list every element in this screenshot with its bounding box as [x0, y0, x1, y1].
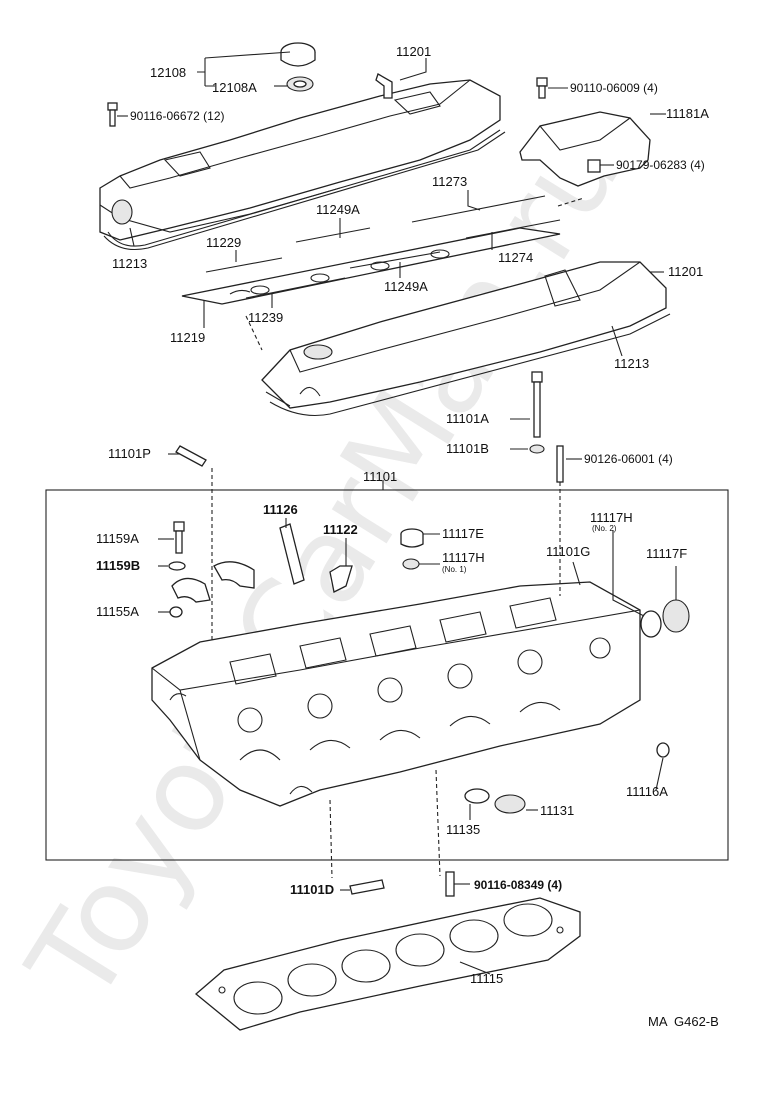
label-11101G: 11101G	[546, 544, 590, 559]
label-11117H-n1: 11117H	[442, 550, 485, 565]
plug-11117H-n1	[402, 558, 420, 570]
valve-cover-right	[261, 261, 671, 417]
part-labels: 12108 12108A 11201 90110-06009 (4) 90116…	[96, 44, 719, 1029]
pin-11155A	[169, 606, 183, 618]
stud-11101D	[349, 879, 385, 895]
label-11159B: 11159B	[96, 558, 140, 573]
label-11122: 11122	[323, 522, 358, 537]
label-11117H-n2: 11117H	[590, 510, 633, 525]
plug-11117E	[400, 528, 424, 548]
stud-11101P	[175, 445, 207, 467]
plug-11117H-n2	[640, 610, 662, 638]
label-11213-left: 11213	[112, 256, 147, 271]
cap-bearing-2	[213, 561, 255, 589]
label-11159A: 11159A	[96, 531, 139, 546]
guide-11122	[329, 565, 353, 593]
label-11201-right: 11201	[668, 264, 703, 279]
label-12108A: 12108A	[212, 80, 257, 95]
label-12108: 12108	[150, 65, 186, 80]
label-11117F: 11117F	[646, 546, 687, 561]
plug-11117F	[662, 599, 690, 633]
leader-lines	[117, 51, 677, 975]
seal-strips	[205, 195, 561, 299]
seal-11116A	[656, 742, 670, 758]
label-11273: 11273	[432, 174, 467, 189]
label-11101: 11101	[363, 469, 397, 484]
label-11117H-n2-note: (No. 2)	[592, 524, 617, 533]
bolt-90116-08349	[445, 871, 455, 897]
bolt-11159A	[173, 521, 185, 554]
label-11274: 11274	[498, 250, 533, 265]
cylinder-head	[151, 581, 641, 807]
label-90116-06672: 90116-06672 (12)	[130, 109, 225, 123]
label-11116A: 11116A	[626, 784, 668, 799]
label-11249A-top: 11249A	[316, 202, 360, 217]
valve-cover-left	[99, 79, 501, 247]
label-11117H-n1-note: (No. 1)	[442, 565, 467, 574]
label-11126: 11126	[263, 502, 298, 517]
cover-11181A	[519, 111, 651, 187]
washer-11101B	[529, 444, 545, 454]
label-90126: 90126-06001 (4)	[584, 452, 673, 466]
bolt-90116-06672	[107, 102, 118, 127]
label-11115: 11115	[470, 971, 503, 986]
guide-11126	[279, 523, 305, 585]
washer-11159B	[168, 561, 186, 571]
label-11229: 11229	[206, 235, 241, 250]
label-11101D: 11101D	[290, 882, 334, 897]
seal-11131	[494, 794, 526, 814]
label-11201-top: 11201	[396, 44, 431, 59]
bolt-11101A	[531, 371, 543, 438]
label-11101A: 11101A	[446, 411, 489, 426]
washer-90179	[587, 159, 601, 173]
label-90110: 90110-06009 (4)	[570, 81, 658, 95]
label-11213-right: 11213	[614, 356, 649, 371]
label-11239: 11239	[248, 310, 283, 325]
seal-11135	[464, 788, 490, 804]
bolt-90110-06009	[536, 77, 548, 99]
dashed-assembly-lines	[211, 197, 585, 879]
label-90116-08349: 90116-08349 (4)	[474, 878, 562, 892]
label-11155A: 11155A	[96, 604, 139, 619]
label-11181A: 11181A	[666, 106, 709, 121]
label-90179: 90179-06283 (4)	[616, 158, 705, 172]
label-11249A-bot: 11249A	[384, 279, 428, 294]
stud-90126	[556, 445, 564, 483]
label-11101B: 11101B	[446, 441, 489, 456]
label-11131: 11131	[540, 803, 574, 818]
spark-plug-gasket-11219	[181, 227, 561, 305]
label-11135: 11135	[446, 822, 480, 837]
gasket-11213-left	[103, 131, 506, 251]
cap-bearing	[171, 577, 211, 603]
head-gasket-11115	[194, 897, 581, 1031]
label-11117E: 11117E	[442, 526, 484, 541]
label-11101P: 11101P	[108, 446, 151, 461]
diagram-code: MA G462-B	[648, 1014, 719, 1029]
breather-pipe	[375, 73, 393, 99]
oil-filler-cap	[280, 42, 316, 92]
cylinder-head-box	[45, 489, 729, 861]
label-11219: 11219	[170, 330, 205, 345]
